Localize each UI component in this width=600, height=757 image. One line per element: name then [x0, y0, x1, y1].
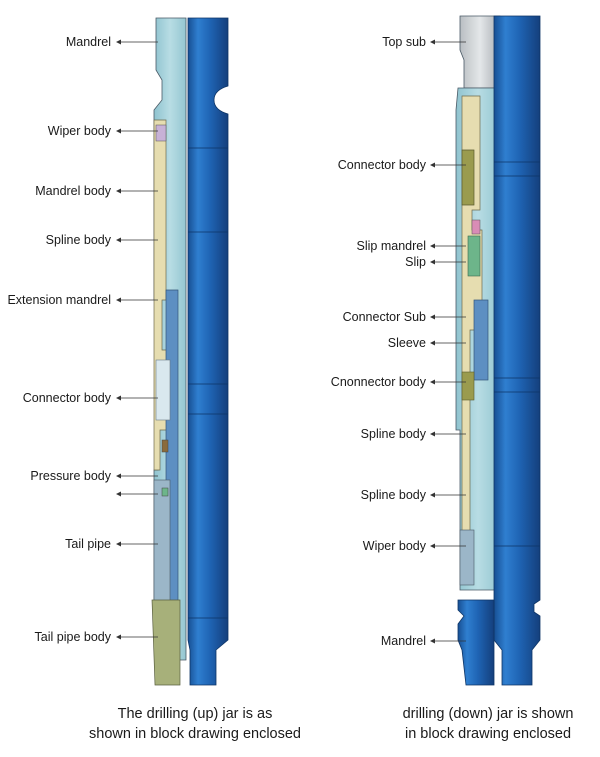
up-jar-label-mandrel-body-2: Mandrel body: [35, 184, 111, 198]
up-jar-leader-arrow-8: [116, 541, 121, 547]
down-jar-label-spline-body-7: Spline body: [361, 427, 427, 441]
down-jar-leader-arrow-9: [430, 543, 435, 549]
up-jar-green-detail: [161, 487, 169, 497]
up-jar-leader-arrow-2: [116, 188, 121, 194]
up-jar-wiper-detail: [155, 124, 167, 142]
up-jar-label-spline-body-3: Spline body: [46, 233, 112, 247]
down-jar-mandrel-collar: [457, 599, 495, 686]
down-jar-leader-arrow-10: [430, 638, 435, 644]
up-jar-label-mandrel-0: Mandrel: [66, 35, 111, 49]
up-jar-label-pressure-body-6: Pressure body: [30, 469, 111, 483]
up-jar-seal-detail: [161, 439, 169, 453]
up-jar-leader-arrow-9: [116, 634, 121, 640]
down-jar-leader-arrow-3: [430, 259, 435, 265]
down-jar-blue-pipe: [493, 15, 541, 686]
up-jar-label-connector-body-5: Connector body: [23, 391, 112, 405]
down-jar-label-connector-body-1: Connector body: [338, 158, 427, 172]
down-jar-slip-mandrel-detail: [471, 219, 481, 235]
down-jar-label-top-sub-0: Top sub: [382, 35, 426, 49]
down-jar-caption-line-1: drilling (down) jar is shown: [403, 706, 574, 722]
up-jar-leader-arrow-7: [116, 491, 121, 497]
down-jar-connector-body-lower: [461, 371, 475, 401]
down-jar-caption-line-2: in block drawing enclosed: [405, 726, 571, 742]
down-jar-wiper-body: [459, 529, 475, 586]
up-jar-leader-arrow-0: [116, 39, 121, 45]
up-jar-label-tail-pipe-body-9: Tail pipe body: [35, 630, 112, 644]
up-jar-label-tail-pipe-8: Tail pipe: [65, 537, 111, 551]
down-jar-label-slip-3: Slip: [405, 255, 426, 269]
down-jar-label-wiper-body-9: Wiper body: [363, 539, 427, 553]
down-jar-leader-arrow-7: [430, 431, 435, 437]
down-jar-leader-arrow-2: [430, 243, 435, 249]
down-jar-slip: [467, 235, 481, 277]
down-jar-connector-body: [461, 149, 475, 206]
down-jar-label-cnonnector-body-6: Cnonnector body: [331, 375, 427, 389]
up-jar-label-wiper-body-1: Wiper body: [48, 124, 112, 138]
down-jar-label-slip-mandrel-2: Slip mandrel: [357, 239, 426, 253]
up-jar-label-extension-mandrel-4: Extension mandrel: [7, 293, 111, 307]
down-jar-leader-arrow-5: [430, 340, 435, 346]
up-jar-leader-arrow-3: [116, 237, 121, 243]
down-jar-label-spline-body-8: Spline body: [361, 488, 427, 502]
up-jar-connector-body: [155, 359, 171, 421]
down-jar-sleeve: [473, 299, 489, 381]
up-jar-tail-pipe: [153, 479, 171, 611]
down-jar-label-sleeve-5: Sleeve: [388, 336, 426, 350]
up-jar-blue-pipe: [187, 17, 229, 686]
up-jar-leader-arrow-4: [116, 297, 121, 303]
down-jar-leader-arrow-8: [430, 492, 435, 498]
up-jar-drawing: [151, 17, 229, 686]
up-jar-caption-line-2: shown in block drawing enclosed: [89, 726, 301, 742]
down-jar-leader-arrow-6: [430, 379, 435, 385]
up-jar-caption-line-1: The drilling (up) jar is as: [118, 706, 273, 722]
up-jar-tail-pipe-body: [151, 599, 181, 686]
down-jar-leader-arrow-4: [430, 314, 435, 320]
down-jar-drawing: [455, 15, 541, 686]
down-jar-leader-arrow-1: [430, 162, 435, 168]
down-jar-leader-arrow-0: [430, 39, 435, 45]
up-jar-leader-arrow-1: [116, 128, 121, 134]
down-jar-label-mandrel-10: Mandrel: [381, 634, 426, 648]
up-jar-leader-arrow-5: [116, 395, 121, 401]
down-jar-label-connector-sub-4: Connector Sub: [343, 310, 426, 324]
up-jar-leader-arrow-6: [116, 473, 121, 479]
